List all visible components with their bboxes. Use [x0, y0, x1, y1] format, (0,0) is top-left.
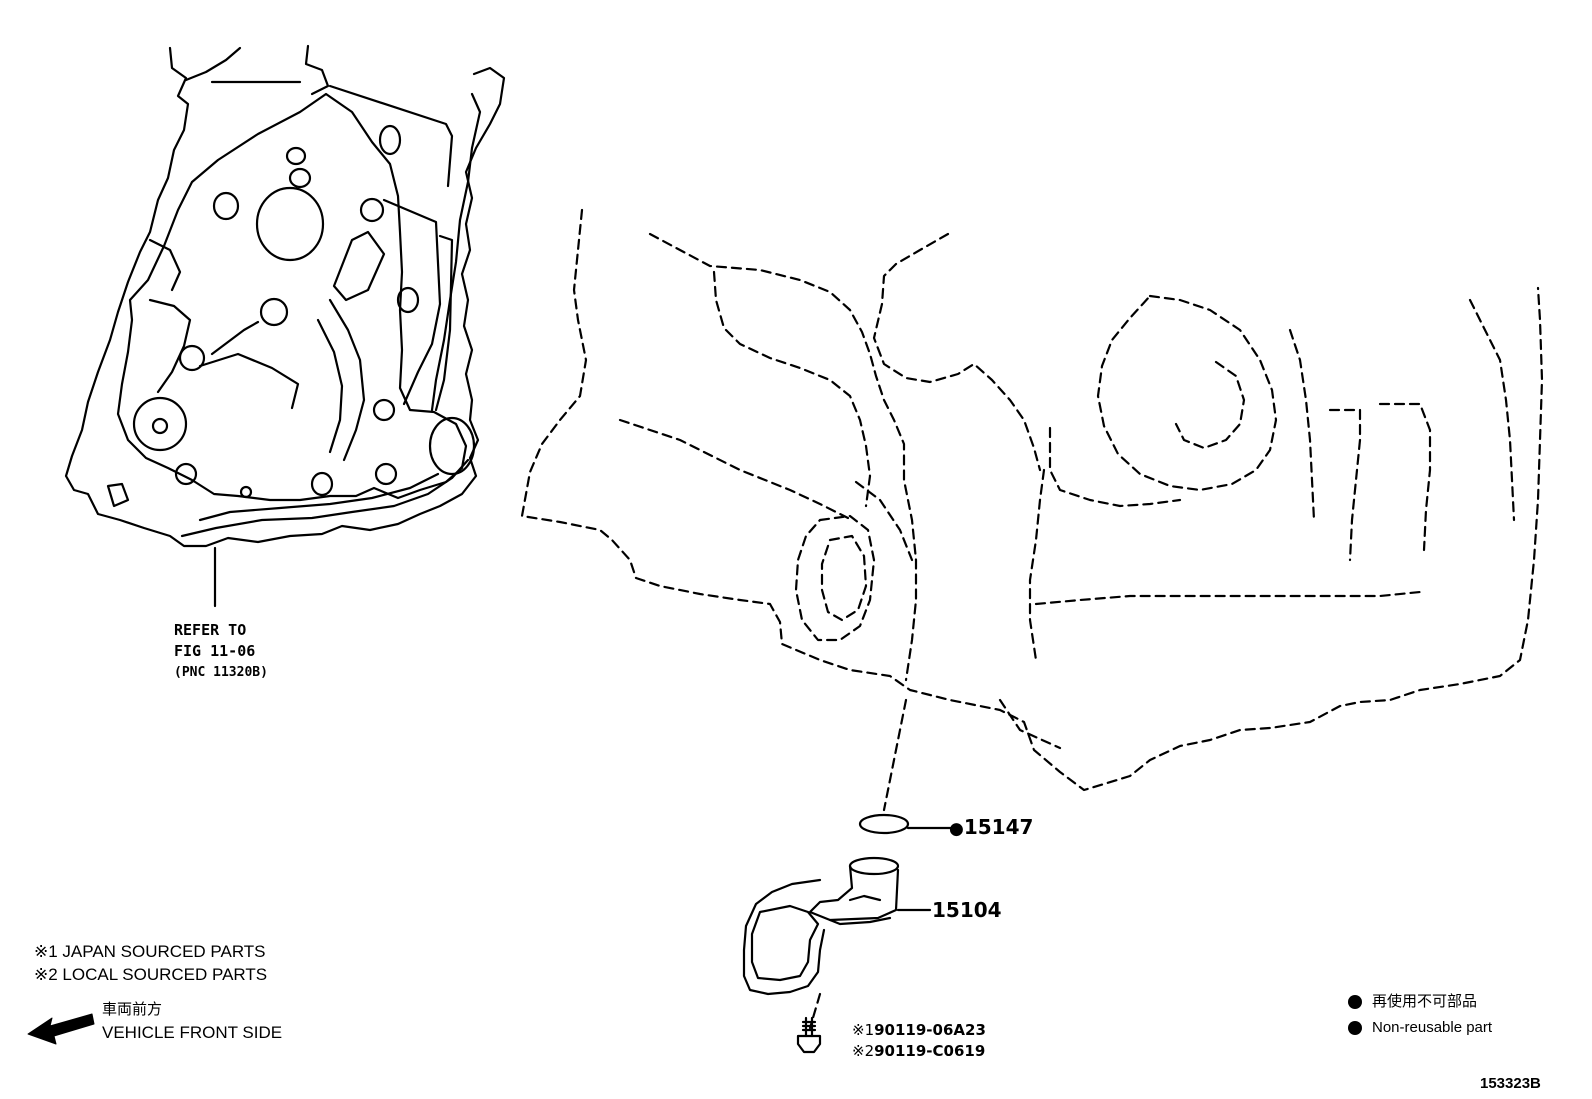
part-15147-label: ●15147 [949, 817, 1033, 838]
bolt-local-number: ※290119-C0619 [852, 1042, 986, 1060]
refer-line-2: FIG 11-06 [174, 642, 256, 660]
engine-block-illustration [520, 208, 1544, 792]
bullet-icon [1348, 1020, 1362, 1035]
japan-sourced-note: ※1 JAPAN SOURCED PARTS [34, 942, 266, 961]
vehicle-front-label: 車両前方 VEHICLE FRONT SIDE [102, 998, 282, 1044]
part-number: 15147 [963, 815, 1034, 839]
local-sourced-note: ※2 LOCAL SOURCED PARTS [34, 965, 268, 984]
refer-line-1: REFER TO [174, 621, 247, 639]
part-15104-label: 15104 [932, 900, 1002, 920]
assembly-line [882, 698, 908, 812]
bolt-japan-number: ※190119-06A23 [852, 1021, 986, 1039]
vehicle-front-arrow-icon [27, 1013, 95, 1045]
vehicle-front-en: VEHICLE FRONT SIDE [102, 1023, 283, 1042]
bolt-part-numbers: ※190119-06A23 ※290119-C0619 [852, 1020, 986, 1062]
refer-line-3: (PNC 11320B) [174, 665, 268, 680]
vehicle-front-jp: 車両前方 [102, 1000, 163, 1018]
legend-row-jp: 再使用不可部品 [1348, 988, 1492, 1014]
illustration-number: 153323B [1480, 1075, 1541, 1092]
legend: 再使用不可部品 Non-reusable part [1348, 988, 1492, 1041]
gasket-15147 [858, 813, 910, 835]
timing-chain-cover-illustration [64, 44, 506, 548]
refer-to-label: REFER TO FIG 11-06 (PNC 11320B) [174, 620, 268, 683]
bullet-icon [1348, 994, 1362, 1009]
pipe-15104 [742, 856, 900, 996]
non-reusable-marker: ● [949, 819, 964, 839]
legend-row-en: Non-reusable part [1348, 1014, 1492, 1041]
part-number: 15104 [932, 898, 1002, 922]
sourcing-notes: ※1 JAPAN SOURCED PARTS ※2 LOCAL SOURCED … [34, 940, 267, 986]
bolt-icon [796, 1016, 822, 1054]
